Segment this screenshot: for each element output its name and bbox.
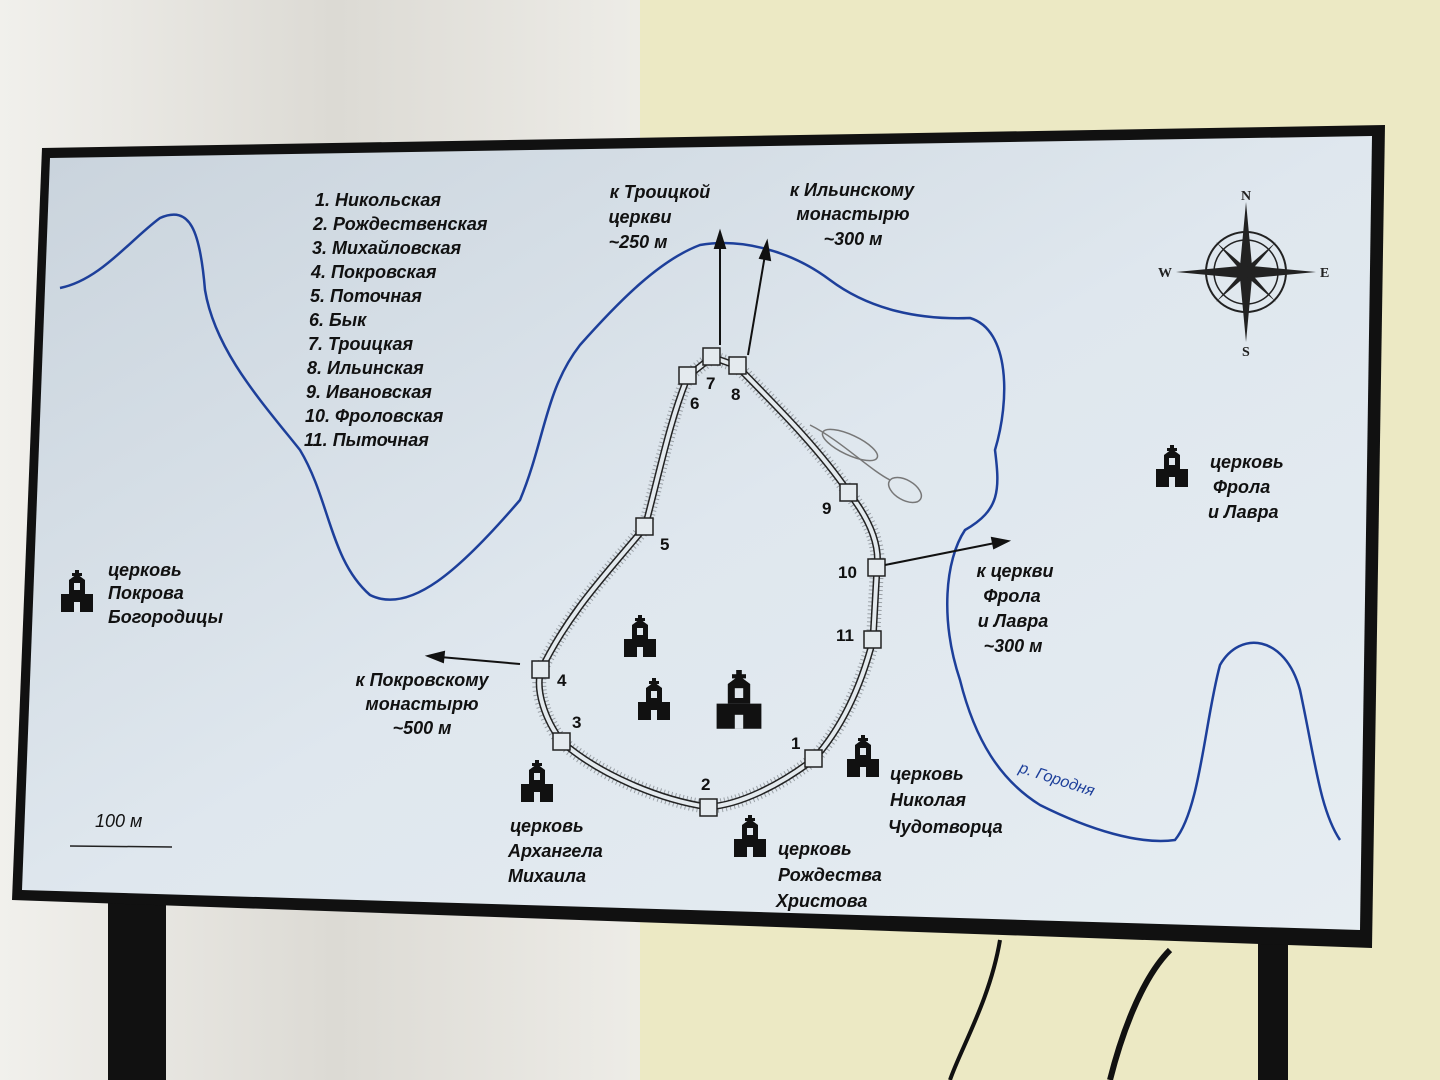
church-pokrova-label: церковь Покрова Богородицы bbox=[108, 560, 224, 627]
map-screen bbox=[22, 136, 1372, 930]
svg-text:~250 м: ~250 м bbox=[609, 232, 668, 252]
tower-3 bbox=[552, 732, 571, 751]
svg-text:5: 5 bbox=[660, 535, 669, 554]
tower-10 bbox=[867, 558, 886, 577]
tv-stand-right bbox=[1258, 940, 1288, 1080]
svg-text:церкви: церкви bbox=[609, 207, 672, 227]
towers-legend: 1. Никольская 2. Рождественская 3. Михай… bbox=[304, 190, 488, 450]
svg-text:монастырю: монастырю bbox=[796, 204, 909, 224]
tv-stand-left bbox=[108, 900, 166, 1080]
svg-text:Христова: Христова bbox=[775, 891, 867, 911]
svg-text:монастырю: монастырю bbox=[365, 694, 478, 714]
svg-text:и Лавра: и Лавра bbox=[1208, 502, 1278, 522]
tower-8 bbox=[728, 356, 747, 375]
church-nikolaya-label: церковь Николая Чудотворца bbox=[888, 764, 1003, 837]
svg-text:Покрова: Покрова bbox=[108, 583, 184, 603]
label-to-troitskaya: к Троицкой церкви ~250 м bbox=[609, 182, 711, 252]
svg-text:2. Рождественская: 2. Рождественская bbox=[312, 214, 488, 234]
tower-11 bbox=[863, 630, 882, 649]
svg-text:к Ильинскому: к Ильинскому bbox=[790, 180, 915, 200]
svg-text:11. Пыточная: 11. Пыточная bbox=[304, 430, 429, 450]
label-to-ilyinsky: к Ильинскому монастырю ~300 м bbox=[790, 180, 915, 249]
svg-text:7. Троицкая: 7. Троицкая bbox=[308, 334, 414, 354]
label-to-pokrovsky: к Покровскому монастырю ~500 м bbox=[355, 670, 489, 738]
svg-text:церковь: церковь bbox=[778, 839, 852, 859]
tower-6 bbox=[678, 366, 697, 385]
svg-text:4. Покровская: 4. Покровская bbox=[310, 262, 437, 282]
compass-rose: N S E W bbox=[1158, 189, 1329, 360]
svg-text:Фрола: Фрола bbox=[983, 586, 1040, 606]
svg-text:к церкви: к церкви bbox=[976, 561, 1053, 581]
svg-text:церковь: церковь bbox=[108, 560, 182, 580]
svg-text:4: 4 bbox=[557, 671, 567, 690]
svg-text:Фрола: Фрола bbox=[1213, 477, 1270, 497]
tower-9 bbox=[839, 483, 858, 502]
tower-1 bbox=[804, 749, 823, 768]
church-frola-label: церковь Фрола и Лавра bbox=[1208, 452, 1284, 522]
svg-text:S: S bbox=[1242, 345, 1250, 360]
svg-text:Чудотворца: Чудотворца bbox=[888, 817, 1003, 837]
svg-text:церковь: церковь bbox=[510, 816, 584, 836]
svg-text:6. Бык: 6. Бык bbox=[309, 310, 367, 330]
svg-text:3: 3 bbox=[572, 713, 581, 732]
svg-text:~300 м: ~300 м bbox=[824, 229, 883, 249]
svg-text:церковь: церковь bbox=[890, 764, 964, 784]
svg-text:9: 9 bbox=[822, 499, 831, 518]
svg-text:1: 1 bbox=[791, 734, 800, 753]
svg-text:W: W bbox=[1158, 266, 1172, 281]
svg-text:и Лавра: и Лавра bbox=[978, 611, 1048, 631]
svg-text:Михаила: Михаила bbox=[508, 866, 586, 886]
svg-text:9. Ивановская: 9. Ивановская bbox=[306, 382, 432, 402]
svg-text:100 м: 100 м bbox=[95, 811, 142, 831]
svg-text:Рождества: Рождества bbox=[778, 865, 882, 885]
ravine bbox=[809, 424, 923, 504]
towers bbox=[531, 347, 886, 817]
tower-numbers: 1 2 3 4 5 6 7 8 9 10 11 bbox=[557, 374, 857, 794]
svg-text:к Троицкой: к Троицкой bbox=[610, 182, 710, 202]
svg-text:8. Ильинская: 8. Ильинская bbox=[307, 358, 424, 378]
svg-text:11: 11 bbox=[836, 626, 854, 645]
svg-text:2: 2 bbox=[701, 775, 710, 794]
label-to-frol: к церкви Фрола и Лавра ~300 м bbox=[976, 561, 1053, 656]
svg-text:~500 м: ~500 м bbox=[393, 718, 452, 738]
tower-7 bbox=[702, 347, 721, 366]
svg-text:к Покровскому: к Покровскому bbox=[355, 670, 489, 690]
church-rozhdestva-label: церковь Рождества Христова bbox=[775, 839, 882, 911]
svg-text:1. Никольская: 1. Никольская bbox=[315, 190, 441, 210]
tower-4 bbox=[531, 660, 550, 679]
svg-text:Богородицы: Богородицы bbox=[108, 607, 224, 627]
svg-text:8: 8 bbox=[731, 385, 740, 404]
church-arhangela-label: церковь Архангела Михаила bbox=[507, 816, 603, 886]
svg-text:5. Поточная: 5. Поточная bbox=[310, 286, 422, 306]
tower-2 bbox=[699, 798, 718, 817]
svg-text:~300 м: ~300 м bbox=[984, 636, 1043, 656]
svg-text:Архангела: Архангела bbox=[507, 841, 603, 861]
direction-arrows bbox=[424, 228, 1012, 665]
svg-text:N: N bbox=[1241, 189, 1251, 204]
river-gorodnya bbox=[59, 213, 1342, 843]
tower-5 bbox=[635, 517, 654, 536]
svg-text:Николая: Николая bbox=[890, 790, 966, 810]
svg-text:6: 6 bbox=[690, 394, 699, 413]
svg-text:3. Михайловская: 3. Михайловская bbox=[312, 238, 462, 258]
scale-bar: 100 м bbox=[69, 811, 173, 848]
svg-text:7: 7 bbox=[706, 374, 715, 393]
svg-text:E: E bbox=[1320, 266, 1329, 281]
svg-text:церковь: церковь bbox=[1210, 452, 1284, 472]
svg-text:10. Фроловская: 10. Фроловская bbox=[305, 406, 444, 426]
svg-text:10: 10 bbox=[838, 563, 857, 582]
